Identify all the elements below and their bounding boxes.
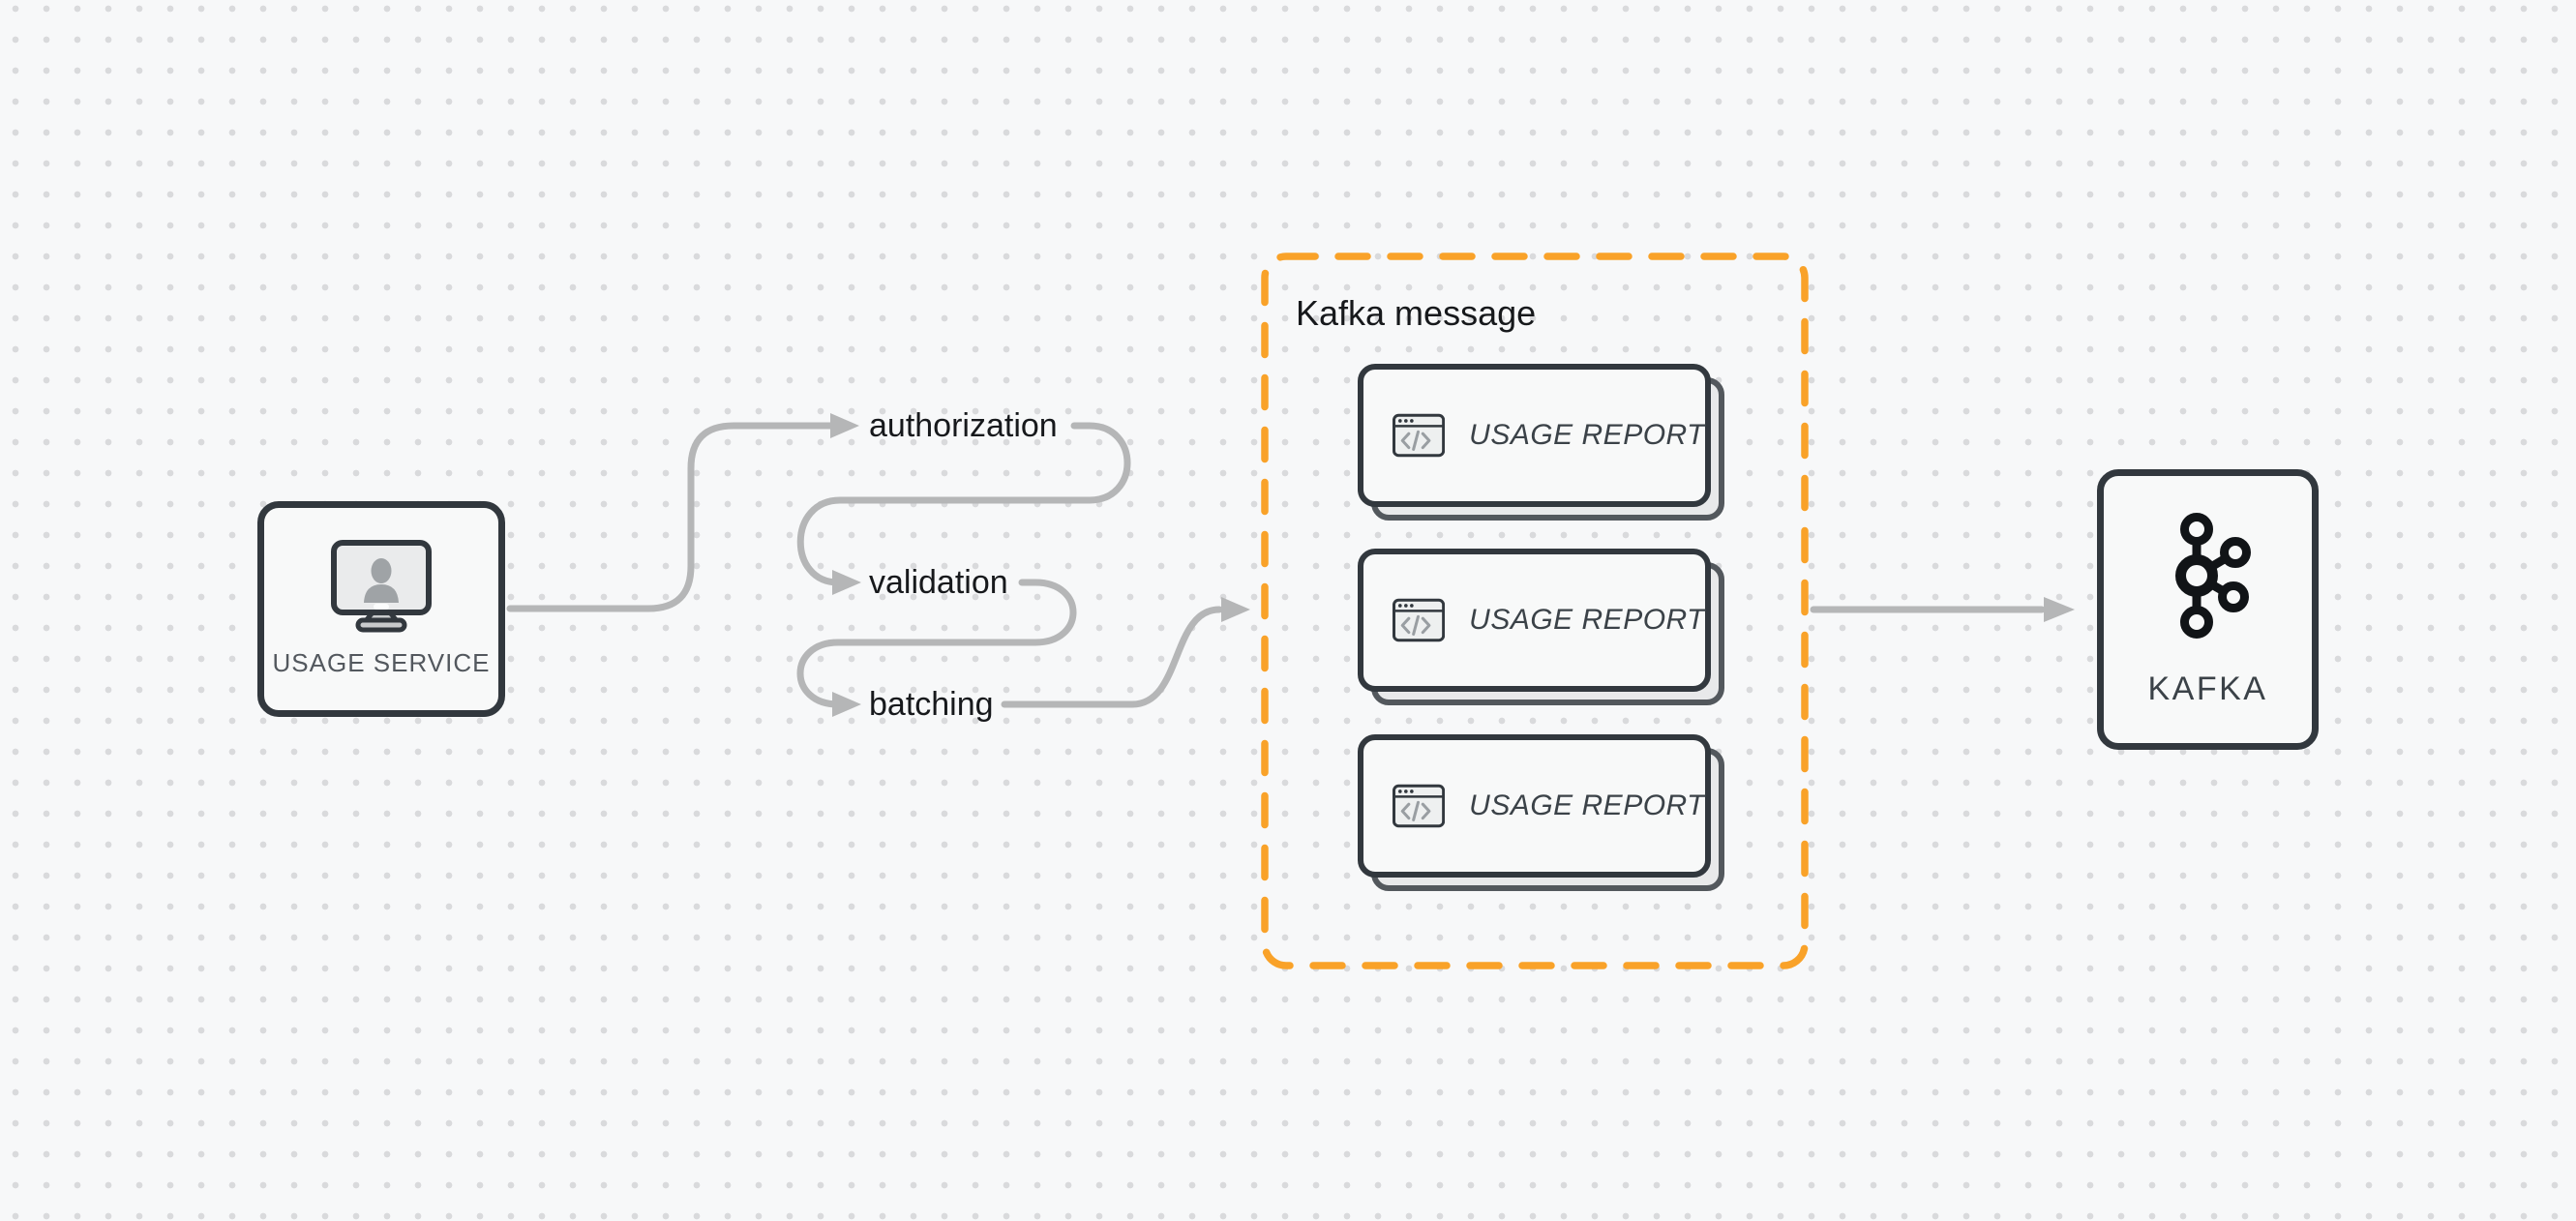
kafka-message-group[interactable]: Kafka message USAGE REPORT xyxy=(1261,253,1809,969)
usage-report-label: USAGE REPORT xyxy=(1469,789,1705,821)
connector-service-to-authorization xyxy=(506,422,834,612)
kafka-message-dashed-border xyxy=(1261,253,1809,969)
kafka-logo-icon xyxy=(2174,512,2251,639)
arrowhead-authorization xyxy=(830,413,859,438)
usage-report-card[interactable]: USAGE REPORT xyxy=(1358,364,1724,521)
usage-report-label: USAGE REPORT xyxy=(1469,604,1705,636)
arrowhead-batching xyxy=(832,692,861,717)
code-window-icon xyxy=(1393,598,1446,642)
arrowhead-kafka-message xyxy=(1221,597,1250,622)
usage-service-node[interactable]: USAGE SERVICE xyxy=(257,501,505,717)
flow-step-validation: validation xyxy=(869,564,1008,601)
usage-report-card[interactable]: USAGE REPORT xyxy=(1358,549,1724,705)
usage-report-label: USAGE REPORT xyxy=(1469,419,1705,451)
flow-step-batching: batching xyxy=(869,686,994,723)
connector-batching-to-kafka-message xyxy=(1001,606,1223,708)
connector-authorization-to-validation xyxy=(796,422,1131,586)
code-window-icon xyxy=(1393,413,1446,458)
kafka-label: KAFKA xyxy=(2147,670,2268,707)
monitor-user-icon xyxy=(331,540,432,633)
usage-service-label: USAGE SERVICE xyxy=(272,648,491,677)
kafka-node[interactable]: KAFKA xyxy=(2097,469,2319,750)
kafka-message-title: Kafka message xyxy=(1296,293,1537,333)
code-window-icon xyxy=(1393,784,1446,828)
flow-step-authorization: authorization xyxy=(869,407,1058,444)
arrowhead-kafka xyxy=(2044,597,2075,622)
usage-report-card[interactable]: USAGE REPORT xyxy=(1358,734,1724,891)
connector-validation-to-batching xyxy=(796,579,1077,708)
arrowhead-validation xyxy=(832,570,861,595)
